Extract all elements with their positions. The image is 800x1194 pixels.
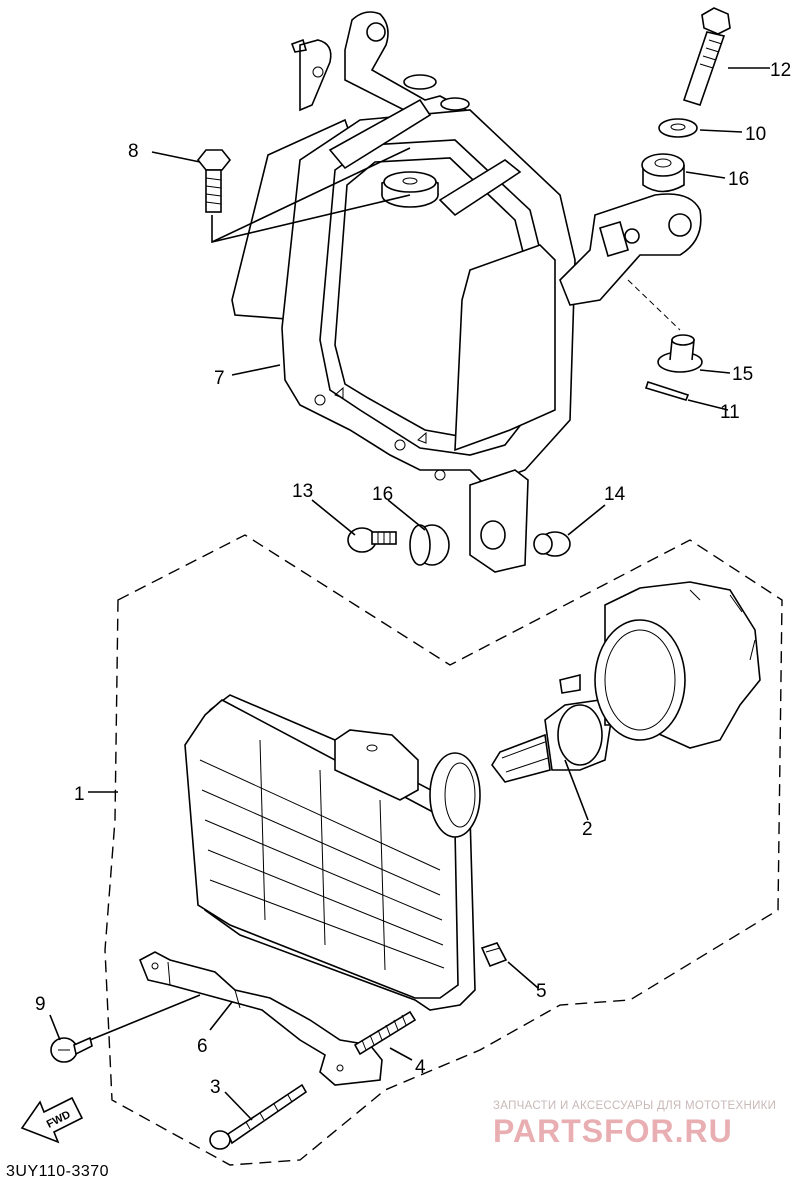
watermark-tagline: ЗАПЧАСТИ И АКСЕССУАРЫ ДЛЯ МОТОТЕХНИКИ <box>493 1100 777 1112</box>
washer-10 <box>658 118 698 138</box>
callout-16-lower: 16 <box>372 484 393 505</box>
fwd-arrow-icon: FWD <box>20 1096 84 1144</box>
lower-bracket-6 <box>138 951 383 1086</box>
callout-16-upper: 16 <box>728 169 749 190</box>
diagram-code: 3UY110-3370 <box>6 1163 110 1180</box>
grommet-16-lower <box>409 524 450 566</box>
callout-11: 11 <box>720 402 740 423</box>
callout-7: 7 <box>214 368 225 389</box>
screw-3 <box>209 1083 308 1150</box>
callout-1: 1 <box>74 784 85 805</box>
socket-cover <box>594 581 761 749</box>
callout-14: 14 <box>604 484 626 505</box>
assembly-boundary <box>104 534 783 1166</box>
callout-3: 3 <box>210 1077 221 1098</box>
leader-lines <box>49 67 770 1121</box>
callout-5: 5 <box>536 981 547 1002</box>
callout-numbers: 8 12 10 16 15 11 7 13 16 14 1 2 5 9 6 4 … <box>35 60 791 1098</box>
callout-13: 13 <box>292 481 313 502</box>
collar-14 <box>533 531 571 557</box>
collar-15 <box>657 334 703 373</box>
grommet-16-upper <box>641 153 685 193</box>
bolt-8 <box>196 149 232 213</box>
callout-4: 4 <box>415 1057 426 1078</box>
callout-15: 15 <box>732 364 753 385</box>
screw-9 <box>50 1036 93 1063</box>
callout-9: 9 <box>35 994 46 1015</box>
headlight-bulb <box>491 673 632 783</box>
callout-12: 12 <box>770 60 791 81</box>
headlight-bracket <box>231 11 702 573</box>
bolt-13 <box>347 527 397 553</box>
clip-5 <box>480 942 508 968</box>
pin-11 <box>644 380 690 401</box>
headlight-unit <box>184 694 481 1011</box>
callout-10: 10 <box>745 124 766 145</box>
callout-6: 6 <box>197 1036 208 1057</box>
callout-8: 8 <box>128 141 139 162</box>
spring-4 <box>353 1010 417 1056</box>
bolt-12 <box>682 7 731 106</box>
watermark-logo: PARTSFOR.RU <box>493 1113 733 1149</box>
callout-2: 2 <box>582 819 593 840</box>
